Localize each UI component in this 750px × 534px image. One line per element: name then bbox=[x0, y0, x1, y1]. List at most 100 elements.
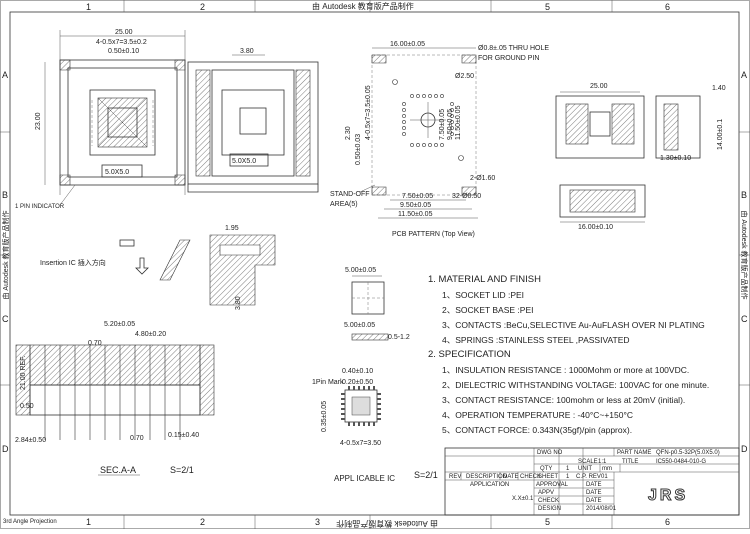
watermark-right: 由 Autodesk 教育版产品制作 bbox=[740, 210, 749, 299]
svg-text:25.00: 25.00 bbox=[115, 29, 133, 36]
svg-text:2-Ø1.60: 2-Ø1.60 bbox=[470, 175, 495, 182]
svg-text:DATE: DATE bbox=[503, 474, 519, 480]
svg-text:7.50±0.05: 7.50±0.05 bbox=[402, 193, 433, 200]
svg-text:16.00±0.10: 16.00±0.10 bbox=[578, 224, 613, 231]
section-view: Insertion IC 插入方向 1.95 3.80 5.20±0.05 4.… bbox=[15, 225, 276, 476]
col-label: 1 bbox=[86, 517, 91, 527]
row-label: D bbox=[741, 444, 748, 454]
spec-item: 5、CONTACT FORCE: 0.343N(35gf)/pin (appro… bbox=[442, 425, 633, 435]
notes-heading-spec: 2. SPECIFICATION bbox=[428, 349, 511, 360]
svg-text:PART NAME: PART NAME bbox=[617, 450, 651, 456]
svg-text:23.00: 23.00 bbox=[35, 112, 42, 130]
watermark-bottom: 由 Autodesk 教育版产品制作 bbox=[336, 519, 438, 529]
svg-text:0.35±0.05: 0.35±0.05 bbox=[321, 401, 328, 432]
row-label: B bbox=[741, 190, 747, 200]
side-view: 3.80 5.0X5.0 bbox=[187, 48, 319, 193]
svg-text:APPL ICABLE IC: APPL ICABLE IC bbox=[334, 474, 395, 483]
svg-text:5.0X5.0: 5.0X5.0 bbox=[105, 169, 129, 176]
svg-text:32-Ø0.50: 32-Ø0.50 bbox=[452, 193, 481, 200]
material-item: 4、SPRINGS :STAINLESS STEEL ,PASSIVATED bbox=[442, 335, 630, 345]
svg-text:1.95: 1.95 bbox=[225, 225, 239, 232]
svg-text:AREA(5): AREA(5) bbox=[330, 201, 358, 208]
col-label: 5 bbox=[545, 517, 550, 527]
svg-text:SEC.A-A: SEC.A-A bbox=[100, 465, 136, 475]
svg-text:0.50: 0.50 bbox=[20, 403, 34, 410]
col-label: 2 bbox=[200, 517, 205, 527]
svg-text:DATE: DATE bbox=[586, 498, 602, 504]
svg-text:CHECK: CHECK bbox=[520, 474, 541, 480]
svg-text:TITLE: TITLE bbox=[622, 459, 638, 465]
svg-text:Ø2.50: Ø2.50 bbox=[455, 73, 474, 80]
svg-text:9.50±0.05: 9.50±0.05 bbox=[447, 109, 454, 140]
svg-text:STAND-OFF: STAND-OFF bbox=[330, 191, 370, 198]
row-label: C bbox=[2, 314, 9, 324]
svg-text:2.84±0.50: 2.84±0.50 bbox=[15, 437, 46, 444]
svg-text:SCALE: SCALE bbox=[578, 459, 598, 465]
svg-text:0.50±0.10: 0.50±0.10 bbox=[108, 48, 139, 55]
svg-text:DESCRIPTION: DESCRIPTION bbox=[466, 474, 507, 480]
svg-text:0.40±0.10: 0.40±0.10 bbox=[342, 368, 373, 375]
svg-text:3.80: 3.80 bbox=[240, 48, 254, 55]
svg-text:DATE: DATE bbox=[586, 482, 602, 488]
svg-text:0.70: 0.70 bbox=[130, 435, 144, 442]
material-item: 1、SOCKET LID :PEI bbox=[442, 290, 525, 300]
company-logo: JRS bbox=[648, 487, 688, 504]
svg-text:3.80: 3.80 bbox=[235, 296, 242, 310]
row-label: A bbox=[741, 70, 747, 80]
svg-text:0.15±0.40: 0.15±0.40 bbox=[168, 432, 199, 439]
notes-panel: 1. MATERIAL AND FINISH 1、SOCKET LID :PEI… bbox=[428, 274, 738, 439]
svg-text:0.20±0.50: 0.20±0.50 bbox=[342, 379, 373, 386]
svg-text:SHEET: SHEET bbox=[538, 474, 558, 480]
svg-text:2.30: 2.30 bbox=[345, 126, 352, 140]
spec-item: 1、INSULATION RESISTANCE : 1000Mohm or mo… bbox=[442, 365, 690, 375]
svg-text:FOR GROUND PIN: FOR GROUND PIN bbox=[478, 55, 539, 62]
svg-text:DATE: DATE bbox=[586, 490, 602, 496]
watermark-left: 由 Autodesk 教育版产品制作 bbox=[1, 210, 10, 299]
top-view: 25.00 4-0.5x7=3.5±0.2 0.50±0.10 23.00 5.… bbox=[15, 29, 186, 210]
svg-text:2014/08/01: 2014/08/01 bbox=[586, 506, 617, 512]
material-item: 2、SOCKET BASE :PEI bbox=[442, 305, 534, 315]
col-label: 1 bbox=[86, 2, 91, 12]
svg-text:4-0.5x7=3.5±0.2: 4-0.5x7=3.5±0.2 bbox=[96, 39, 147, 46]
svg-text:0.5-1.2: 0.5-1.2 bbox=[388, 334, 410, 341]
svg-text:CHECK: CHECK bbox=[538, 498, 559, 504]
svg-text:7.50±0.05: 7.50±0.05 bbox=[439, 109, 446, 140]
row-label: B bbox=[2, 190, 8, 200]
svg-text:Ø0.8±.05 THRU HOLE: Ø0.8±.05 THRU HOLE bbox=[478, 45, 549, 52]
applicable-ic-view: 5.00±0.05 5.00±0.05 0.5-1.2 0.40±0.10 0.… bbox=[312, 267, 438, 483]
row-label: C bbox=[741, 314, 748, 324]
svg-text:11.50±0.05: 11.50±0.05 bbox=[398, 211, 433, 218]
svg-text:Insertion IC 插入方向: Insertion IC 插入方向 bbox=[40, 258, 106, 267]
svg-text:11.50±0.05: 11.50±0.05 bbox=[455, 105, 462, 140]
svg-text:5.20±0.05: 5.20±0.05 bbox=[104, 321, 135, 328]
svg-text:21.00 REF.: 21.00 REF. bbox=[20, 355, 27, 390]
svg-text:5.00±0.05: 5.00±0.05 bbox=[344, 322, 375, 329]
svg-text:1:1: 1:1 bbox=[598, 459, 607, 465]
svg-text:REV: REV bbox=[449, 474, 461, 480]
svg-text:0.50±0.03: 0.50±0.03 bbox=[355, 134, 362, 165]
svg-text:C.P. REV: C.P. REV bbox=[576, 474, 601, 480]
svg-text:DWG NO: DWG NO bbox=[537, 450, 563, 456]
row-label: D bbox=[2, 444, 9, 454]
svg-text:mm: mm bbox=[602, 466, 612, 472]
svg-text:5.00±0.05: 5.00±0.05 bbox=[345, 267, 376, 274]
right-views: 25.00 1.40 14.00±0.1 1.30±0.10 16.00±0.1… bbox=[555, 83, 726, 231]
svg-text:1 PIN INDICATOR: 1 PIN INDICATOR bbox=[15, 204, 65, 210]
svg-text:DESIGN: DESIGN bbox=[538, 506, 561, 512]
col-label: 5 bbox=[545, 2, 550, 12]
svg-text:1: 1 bbox=[566, 474, 570, 480]
svg-text:APPLICATION: APPLICATION bbox=[470, 482, 509, 488]
svg-text:IC550-0484-010-G: IC550-0484-010-G bbox=[656, 459, 706, 465]
svg-text:QFN-p0.5-32P(5.0X5.0): QFN-p0.5-32P(5.0X5.0) bbox=[656, 450, 720, 456]
svg-text:1: 1 bbox=[566, 466, 570, 472]
svg-text:APPV: APPV bbox=[538, 490, 554, 496]
svg-text:5.0X5.0: 5.0X5.0 bbox=[232, 158, 256, 165]
spec-item: 4、OPERATION TEMPERATURE : -40°C~+150°C bbox=[442, 410, 634, 420]
watermark-top: 由 Autodesk 教育版产品制作 bbox=[312, 1, 414, 11]
svg-text:PCB PATTERN (Top View): PCB PATTERN (Top View) bbox=[392, 231, 475, 238]
inner-border bbox=[9, 11, 740, 516]
spec-item: 3、CONTACT RESISTANCE: 100mohm or less at… bbox=[442, 395, 686, 405]
svg-text:25.00: 25.00 bbox=[590, 83, 608, 90]
